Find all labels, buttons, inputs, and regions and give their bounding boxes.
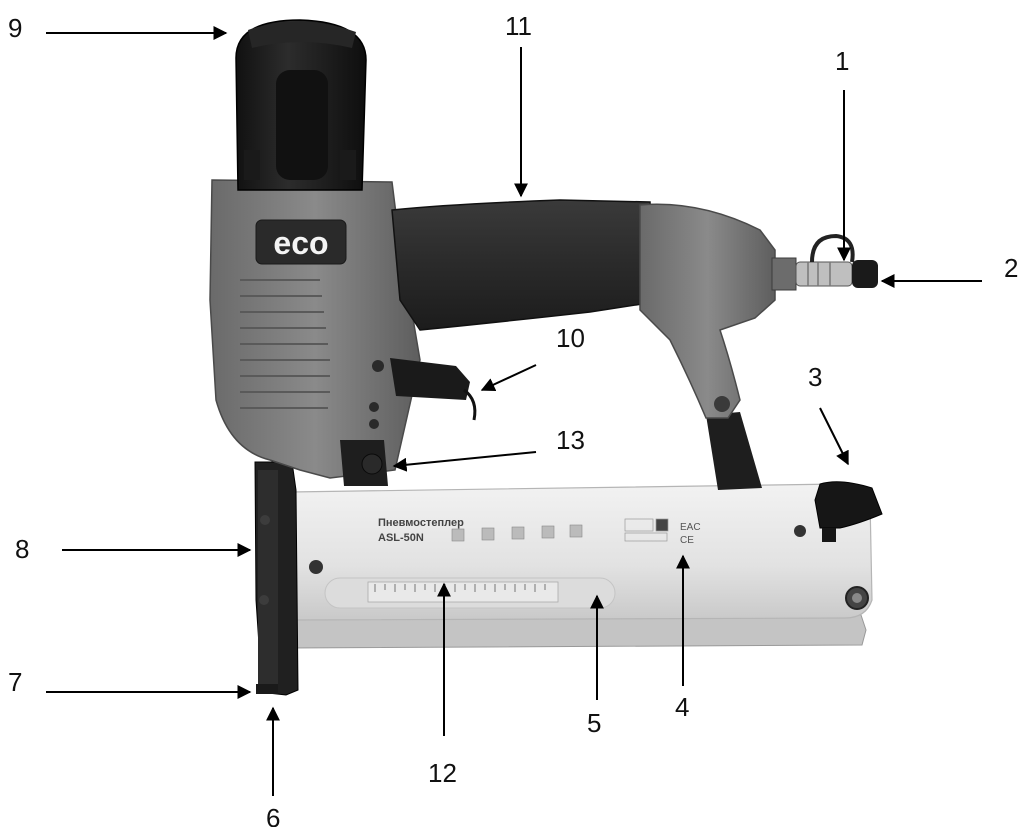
nameplate-icons — [451, 524, 583, 542]
callout-label-11: 11 — [505, 11, 532, 41]
arrow-10 — [480, 364, 537, 392]
arrow-3 — [819, 407, 849, 466]
nameplate-title: Пневмостеплер — [378, 517, 464, 529]
ce-mark: CE — [680, 535, 694, 546]
callout-label-7: 7 — [8, 667, 22, 697]
magazine-screw-left — [309, 560, 323, 574]
callout-label-5: 5 — [587, 708, 601, 738]
trigger — [390, 358, 470, 400]
brand-logo: eco — [273, 225, 328, 261]
eac-mark: EAC — [680, 522, 701, 533]
nail-scale-ticks — [374, 584, 546, 592]
brand-logo-badge — [255, 219, 347, 265]
callout-label-6: 6 — [266, 803, 280, 827]
callout-arrows — [46, 26, 982, 796]
body-ribs — [240, 279, 330, 409]
magazine-screw-right — [794, 525, 806, 537]
magazine-latch — [814, 481, 883, 529]
callout-label-13: 13 — [556, 425, 585, 455]
air-fitting-body — [771, 257, 797, 291]
nail-scale — [367, 581, 559, 603]
callout-label-4: 4 — [675, 692, 689, 722]
handle-grip — [391, 199, 656, 331]
air-fitting-ring — [810, 233, 855, 263]
air-fitting-coupler — [795, 261, 853, 287]
rear-housing — [639, 203, 776, 419]
callout-labels: 1 2 3 4 5 6 7 8 9 10 11 12 13 — [8, 11, 1018, 827]
nameplate-model: ASL-50N — [378, 532, 424, 544]
arrow-13 — [392, 451, 537, 472]
nail-gun-illustration: Пневмостеплер ASL-50N EAC CE — [209, 19, 883, 696]
callout-label-1: 1 — [835, 46, 849, 76]
callout-label-12: 12 — [428, 758, 457, 788]
nameplate-spec-block — [624, 518, 669, 542]
callout-label-9: 9 — [8, 13, 22, 43]
callout-label-2: 2 — [1004, 253, 1018, 283]
rear-support — [706, 412, 762, 490]
air-fitting-cap — [852, 260, 878, 288]
callout-label-3: 3 — [808, 362, 822, 392]
nameplate: Пневмостеплер ASL-50N EAC CE — [378, 517, 701, 546]
nose-plate — [258, 470, 278, 690]
trigger-wire — [463, 388, 477, 421]
callout-label-10: 10 — [556, 323, 585, 353]
nose-tip — [256, 684, 278, 694]
callout-label-8: 8 — [15, 534, 29, 564]
